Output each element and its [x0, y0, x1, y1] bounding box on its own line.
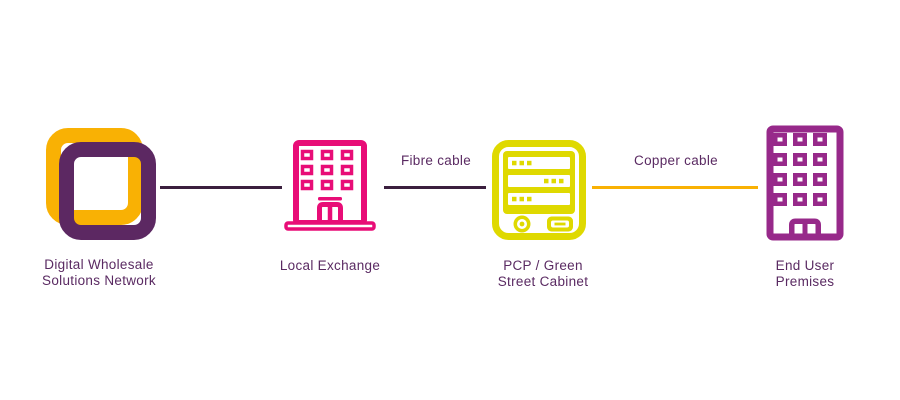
exchange-building-icon	[284, 140, 376, 231]
link-network-exchange	[160, 186, 282, 189]
link-exchange-cabinet	[384, 186, 486, 189]
link-copper-label: Copper cable	[634, 153, 718, 168]
link-cabinet-premises	[592, 186, 758, 189]
link-fibre-label: Fibre cable	[400, 153, 472, 168]
node-local-exchange-label: Local Exchange	[279, 258, 381, 273]
node-street-cabinet-label: PCP / Green Street Cabinet	[497, 258, 589, 289]
node-end-user-label: End User Premises	[775, 258, 835, 289]
premises-building-icon	[766, 125, 844, 241]
logo-purple-square	[59, 142, 156, 240]
node-network-label: Digital Wholesale Solutions Network	[42, 257, 156, 288]
street-cabinet-icon	[492, 140, 586, 240]
